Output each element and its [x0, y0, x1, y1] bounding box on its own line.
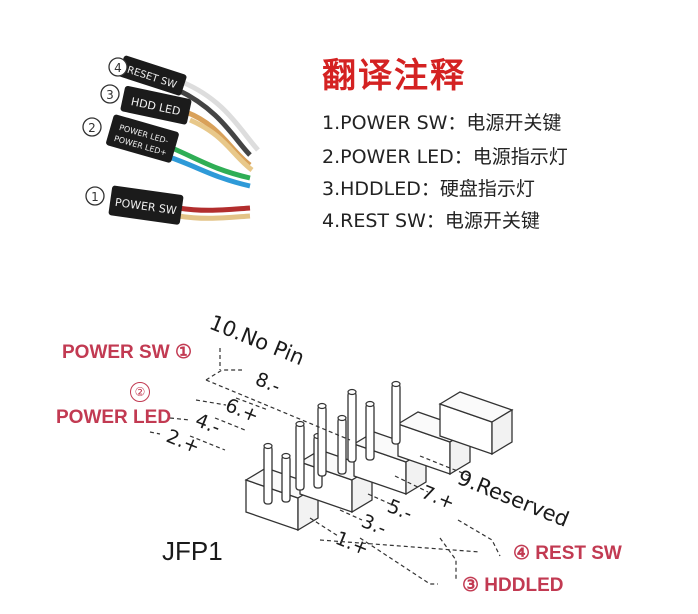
callout-rest-sw: ④ REST SW	[513, 543, 622, 564]
svg-text:3: 3	[106, 88, 114, 102]
callout-power-sw: POWER SW ①	[62, 342, 192, 363]
callout-marker-2-icon: ②	[130, 382, 150, 402]
translation-line-power-sw: 1.POWER SW：电源开关键	[322, 112, 562, 134]
header-pins	[263, 380, 401, 505]
marker-3-icon: 3	[100, 84, 120, 104]
header-pin-tip	[281, 452, 291, 460]
panel-title: 翻译注释	[322, 56, 466, 96]
header-pin	[337, 417, 347, 475]
header-name: JFP1	[162, 536, 223, 566]
callout-power-led: POWER LED	[56, 407, 172, 428]
pin-label-8: 8.-	[252, 368, 283, 398]
header-pin	[391, 383, 401, 445]
top-bracket-lines	[149, 348, 351, 451]
callout-hddled: ③ HDDLED	[462, 575, 564, 596]
header-pin-tip	[391, 380, 401, 388]
pin-label-9: 9.Reserved	[454, 465, 572, 531]
pin-label-7: 7.+	[418, 481, 458, 514]
header-pin	[317, 405, 327, 477]
pin-label-10: 10.No Pin	[206, 310, 308, 370]
translation-line-hddled: 3.HDDLED：硬盘指示灯	[322, 178, 535, 200]
marker-4-icon: 4	[108, 57, 128, 77]
header-pin	[263, 445, 273, 505]
translation-line-power-led: 2.POWER LED：电源指示灯	[322, 146, 568, 168]
translation-line-rest-sw: 4.REST SW：电源开关键	[322, 210, 540, 232]
svg-text:2: 2	[88, 121, 96, 135]
svg-text:1: 1	[91, 190, 99, 204]
header-pin	[295, 423, 305, 491]
marker-2-icon: 2	[82, 117, 102, 137]
jfp1-header	[244, 380, 514, 532]
header-block-side	[491, 408, 513, 456]
marker-1-icon: 1	[85, 186, 105, 206]
header-pin-tip	[317, 402, 327, 410]
pin-label-6: 6.+	[222, 394, 262, 427]
header-pin	[347, 391, 357, 463]
header-pin-tip	[337, 414, 347, 422]
svg-text:4: 4	[114, 61, 122, 75]
bottom-bracket-lines	[309, 455, 501, 585]
header-pin	[281, 455, 291, 503]
header-pin-tip	[365, 400, 375, 408]
header-pin-tip	[347, 388, 357, 396]
connector-cables: RESET SW HDD LED POWER LED- POWER LED+ P…	[82, 55, 260, 225]
header-pin-tip	[263, 442, 273, 450]
header-pin	[365, 403, 375, 461]
header-pin-tip	[295, 420, 305, 428]
